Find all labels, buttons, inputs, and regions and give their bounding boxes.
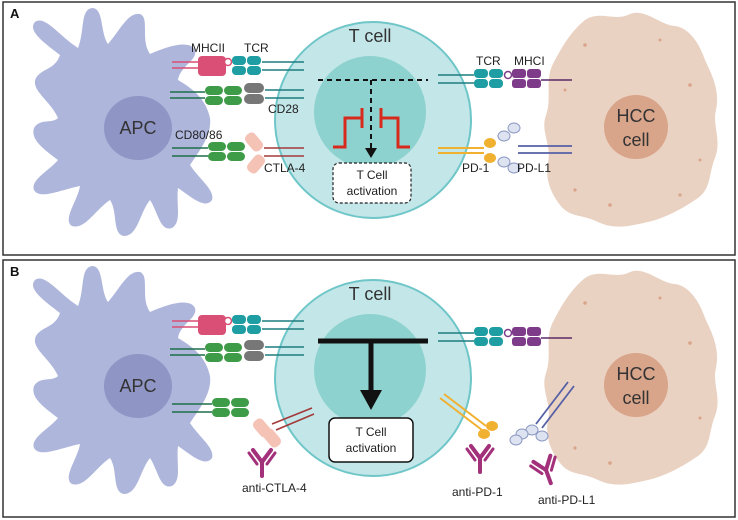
hcc-nucleus [604, 95, 668, 159]
apc-nucleus-b [104, 354, 172, 418]
anti-pd1-label: anti-PD-1 [452, 485, 503, 499]
pd1-blocked-b: anti-PD-1 [439, 393, 503, 499]
apc-nucleus [104, 96, 172, 160]
panel-a: A APC HCC cell T cell [2, 1, 736, 256]
activation-a-line1: T Cell [356, 168, 387, 182]
hcc-label-b-line2: cell [622, 388, 649, 408]
t-cell-label-b: T cell [349, 284, 392, 304]
apc-cell: APC [32, 8, 213, 236]
hcc-cell-b: HCC cell [544, 270, 718, 485]
activation-b-line1: T Cell [355, 425, 386, 439]
tcr-left-label: TCR [244, 41, 269, 55]
mhci-molecule [512, 69, 526, 78]
anti-ctla4-label: anti-CTLA-4 [242, 481, 307, 495]
activation-b-line2: activation [346, 441, 397, 455]
activation-signal [318, 338, 428, 410]
pdl1-label: PD-L1 [517, 161, 551, 175]
cd28-label: CD28 [268, 102, 299, 116]
tcr-mhci-pair-b [438, 327, 572, 346]
hcc-label-line2: cell [622, 130, 649, 150]
down-arrow-icon-b [360, 390, 382, 410]
hcc-label-line1: HCC [617, 106, 656, 126]
ctla4-blocked-b: anti-CTLA-4 [242, 407, 315, 495]
hcc-cell: HCC cell [544, 12, 718, 227]
panel-a-letter: A [10, 6, 20, 21]
cd80-free-b [172, 398, 249, 417]
down-arrow-icon [365, 148, 377, 158]
activation-a-line2: activation [347, 184, 398, 198]
cd28-molecule [244, 83, 264, 93]
ctla4-molecule [245, 132, 304, 174]
cd80-ctla4-pair: CD80/86 CTLA-4 [172, 128, 306, 175]
pd1-label: PD-1 [462, 161, 490, 175]
mhcii-molecule [198, 56, 226, 76]
mhcii-tcr-pair: MHCII TCR [172, 41, 304, 76]
mhcii-label: MHCII [191, 41, 225, 55]
pdl1-blocked-b: anti-PD-L1 [509, 381, 596, 507]
t-cell-label: T cell [349, 26, 392, 46]
pdl1-molecule [497, 130, 511, 142]
ctla4-label: CTLA-4 [264, 161, 306, 175]
anti-pdl1-label: anti-PD-L1 [538, 493, 596, 507]
apc-cell-b: APC [32, 266, 213, 494]
inhibition-signal [318, 79, 428, 158]
mhcii-tcr-pair-b [172, 315, 304, 335]
pd1-pdl1-pair: PD-1 PD-L1 [438, 122, 572, 175]
tcr-right-label: TCR [476, 54, 501, 68]
pd1-molecule [484, 138, 496, 148]
hcc-nucleus-b [604, 353, 668, 417]
panel-b-letter: B [10, 264, 19, 279]
hcc-label-b-line1: HCC [617, 364, 656, 384]
apc-label-b: APC [119, 376, 156, 396]
activation-box-a: T Cell activation [332, 162, 412, 204]
panel-b: B APC HCC cell T cell [2, 259, 736, 518]
cd80-cd28-pair: CD28 [170, 83, 304, 116]
mhci-label: MHCI [514, 54, 545, 68]
tcr-mhci-pair: TCR MHCI [438, 54, 572, 88]
cd80-cd28-pair-b [170, 340, 304, 362]
apc-label: APC [119, 118, 156, 138]
cd80-label: CD80/86 [175, 128, 223, 142]
activation-box-b: T Cell activation [328, 417, 414, 463]
